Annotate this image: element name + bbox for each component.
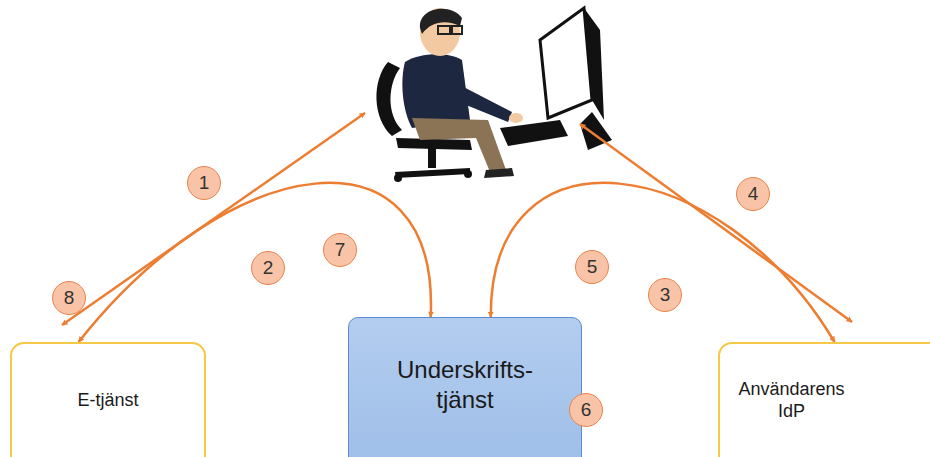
box-label: Användarens IdP (734, 378, 849, 423)
signing-service-box: Underskrifts- tjänst (348, 317, 582, 457)
callout-number: 1 (187, 166, 221, 200)
idp-box: Användarens IdP (718, 342, 930, 457)
callout-number: 5 (575, 250, 609, 284)
callout-number: 7 (323, 233, 357, 267)
callout-number: 3 (648, 278, 682, 312)
callout-number: 6 (569, 393, 603, 427)
user-figure (376, 8, 612, 182)
service-box: E-tjänst (10, 342, 206, 457)
callout-number: 4 (736, 177, 770, 211)
box-label: Underskrifts- tjänst (380, 355, 550, 415)
user-arrow (580, 124, 852, 322)
callout-number: 8 (52, 281, 86, 315)
box-label: E-tjänst (77, 389, 138, 412)
callout-number: 2 (251, 251, 285, 285)
